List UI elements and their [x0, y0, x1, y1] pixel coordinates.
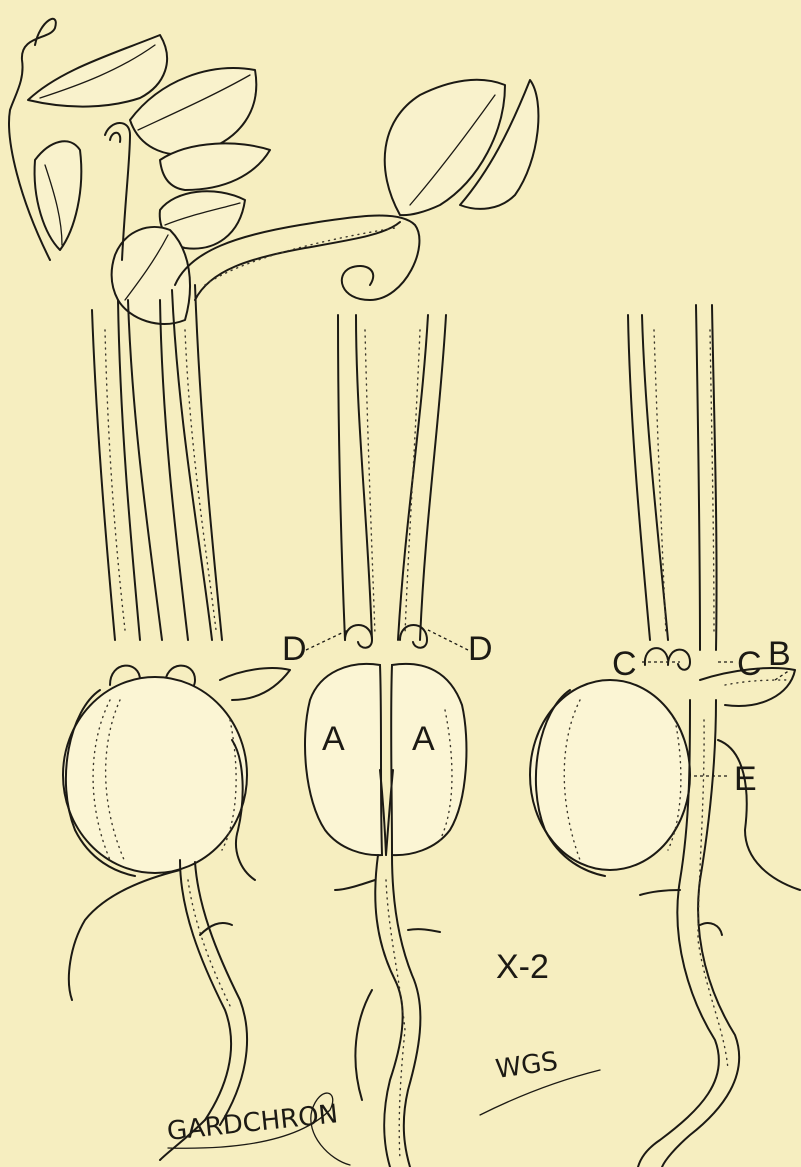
- label-e: E: [734, 760, 757, 798]
- seedling-left: [9, 19, 538, 1160]
- leaf: [35, 141, 82, 250]
- label-a-left: A: [322, 720, 345, 758]
- label-c-left: C: [612, 645, 637, 683]
- scale-label: X-2: [496, 948, 549, 986]
- label-a-right: A: [412, 720, 435, 758]
- cotyledon-right: [391, 664, 466, 855]
- label-d-left: D: [282, 630, 307, 668]
- leaf: [28, 35, 167, 107]
- label-b: B: [768, 635, 791, 673]
- label-c-right: C: [737, 645, 762, 683]
- cotyledon-left: [305, 664, 382, 855]
- seedling-right: [530, 305, 800, 1167]
- label-d-right: D: [468, 630, 493, 668]
- artist-signature: WGS: [494, 1047, 560, 1085]
- seed: [63, 677, 247, 873]
